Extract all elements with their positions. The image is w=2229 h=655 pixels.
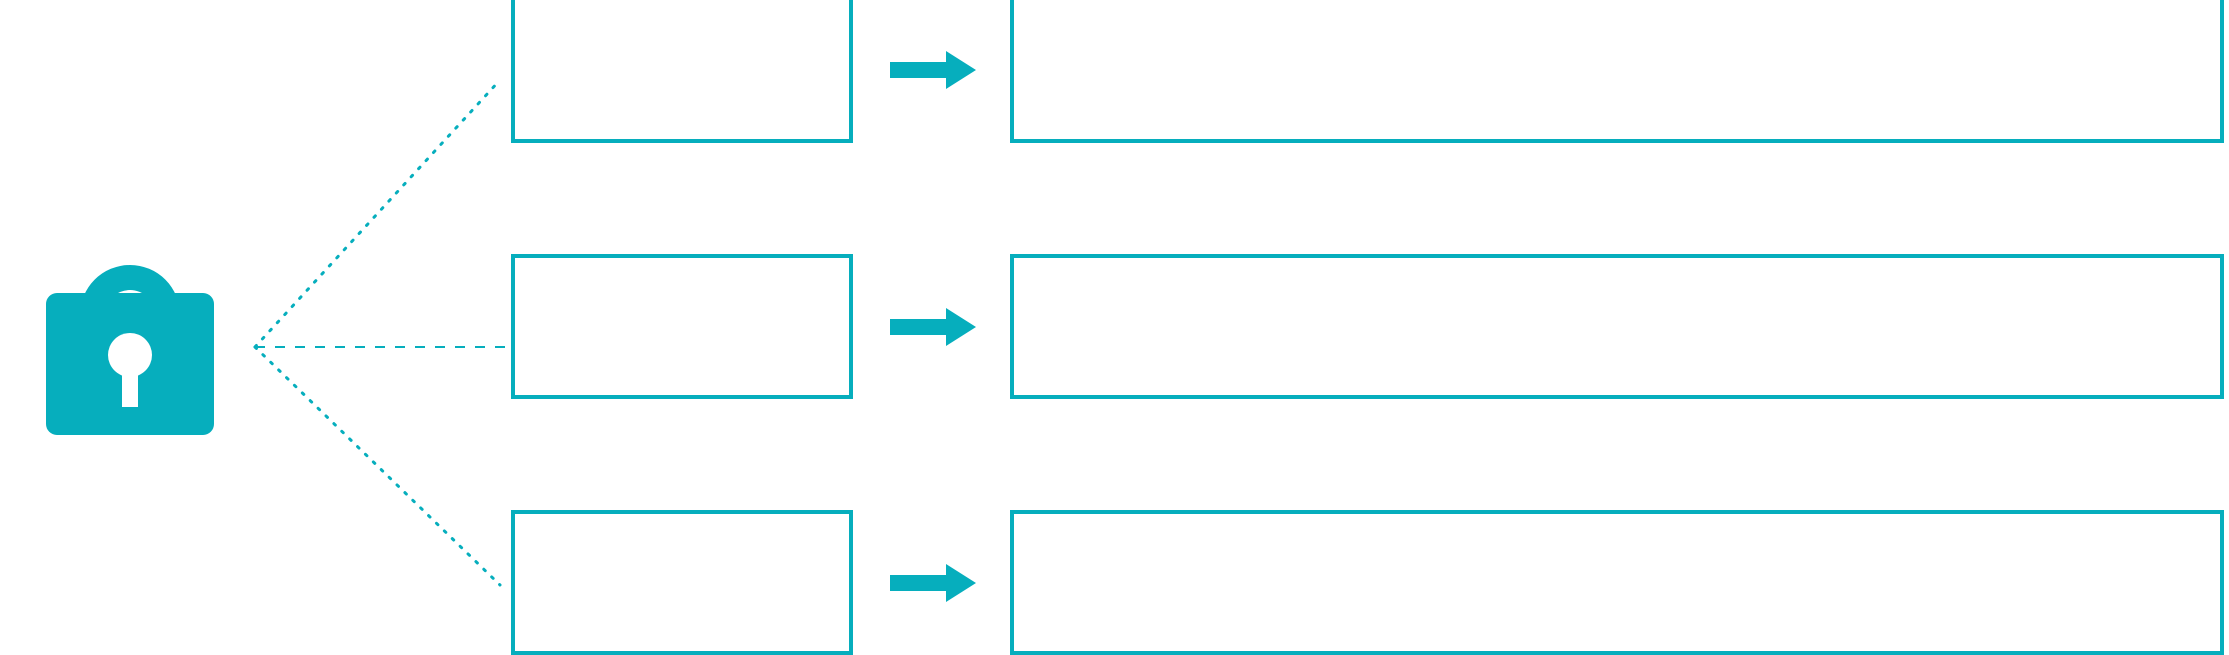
connector-line-top — [253, 78, 502, 349]
stage-box-left-1[interactable] — [511, 0, 853, 143]
stage-box-right-3[interactable] — [1010, 510, 2224, 655]
stage-box-left-3[interactable] — [511, 510, 853, 655]
stage-box-right-1[interactable] — [1010, 0, 2224, 143]
stage-box-right-2[interactable] — [1010, 254, 2224, 399]
right-arrow-icon-2 — [890, 305, 978, 349]
right-arrow-icon-3 — [890, 561, 978, 605]
lock-icon — [40, 215, 220, 440]
connector-line-bottom — [253, 345, 502, 587]
right-arrow-icon-1 — [890, 48, 978, 92]
stage-box-left-2[interactable] — [511, 254, 853, 399]
